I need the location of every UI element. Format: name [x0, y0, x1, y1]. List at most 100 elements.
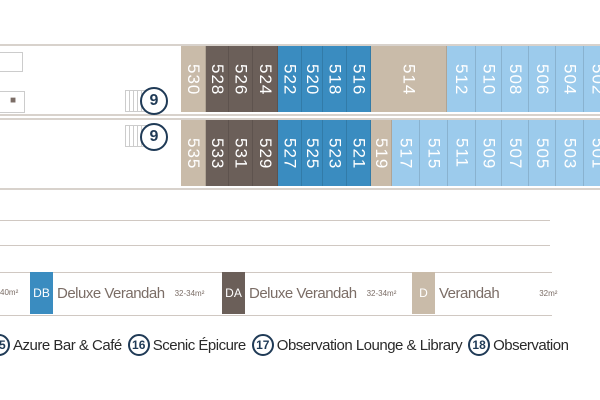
legend-badge-da: DA: [222, 272, 245, 314]
cabin-501[interactable]: 501: [584, 120, 600, 186]
legend-size: 32-34m²: [366, 288, 397, 298]
elevator-room: [0, 91, 25, 113]
cabin-514[interactable]: 514: [371, 46, 447, 112]
cabin-520[interactable]: 520: [302, 46, 323, 112]
cabin-524[interactable]: 524: [253, 46, 278, 112]
legend-bottom-border: [0, 315, 552, 316]
cabin-number: 521: [349, 138, 369, 170]
legend-name: Verandah: [439, 284, 500, 302]
facility-name: Azure Bar & Café: [13, 336, 122, 354]
cabin-number: 531: [231, 138, 251, 170]
legend-badge-d: D: [412, 272, 435, 314]
cabin-number: 516: [349, 64, 369, 96]
cabin-523[interactable]: 523: [323, 120, 347, 186]
cabin-number: 506: [533, 64, 552, 96]
cabin-516[interactable]: 516: [347, 46, 371, 112]
legend-badge-db: DB: [30, 272, 53, 314]
divider: [0, 245, 550, 246]
legend-item-da: DA Deluxe Verandah 32-34m²: [222, 272, 396, 314]
cabin-number: 510: [479, 64, 499, 96]
cabin-521[interactable]: 521: [347, 120, 371, 186]
cabin-507[interactable]: 507: [502, 120, 529, 186]
divider: [0, 220, 550, 221]
cabin-512[interactable]: 512: [447, 46, 476, 112]
facility-name: Observation: [493, 336, 569, 354]
cabin-511[interactable]: 511: [448, 120, 476, 186]
legend-size: 32m²: [539, 288, 558, 298]
cabin-504[interactable]: 504: [556, 46, 584, 112]
legend-name: Deluxe Verandah: [249, 284, 357, 302]
facility-name: Scenic Épicure: [152, 336, 247, 354]
cabin-number: 511: [452, 138, 472, 169]
facility-number: 15: [0, 334, 10, 356]
cabin-509[interactable]: 509: [476, 120, 502, 186]
cabin-530[interactable]: 530: [181, 46, 206, 112]
cabin-number: 529: [256, 138, 275, 170]
cabin-number: 518: [325, 64, 345, 96]
cabin-525[interactable]: 525: [302, 120, 323, 186]
cabin-508[interactable]: 508: [502, 46, 529, 112]
legend-item-db: DB Deluxe Verandah 32-34m²: [30, 272, 204, 314]
cabin-number: 502: [588, 64, 600, 96]
legend-name: Deluxe Verandah: [57, 284, 165, 302]
deck-lower-hull: [0, 118, 600, 190]
cabin-number: 501: [588, 138, 600, 170]
cabin-526[interactable]: 526: [229, 46, 253, 112]
cabin-number: 515: [424, 138, 444, 170]
cabin-510[interactable]: 510: [476, 46, 502, 112]
cabin-number: 535: [184, 138, 203, 170]
cabin-529[interactable]: 529: [253, 120, 278, 186]
cabin-522[interactable]: 522: [278, 46, 302, 112]
cabin-number: 525: [303, 138, 322, 170]
facility-15: 15Azure Bar & Café: [0, 334, 122, 356]
cabin-506[interactable]: 506: [529, 46, 556, 112]
cabin-515[interactable]: 515: [420, 120, 448, 186]
cabin-number: 504: [560, 64, 580, 96]
cabin-535[interactable]: 535: [181, 120, 206, 186]
cabin-518[interactable]: 518: [323, 46, 347, 112]
facility-name: Observation Lounge & Library: [276, 336, 463, 354]
cabin-505[interactable]: 505: [529, 120, 556, 186]
cabin-number: 509: [479, 138, 499, 170]
legend-item-d: D Verandah 32m²: [412, 272, 557, 314]
cabin-number: 524: [256, 64, 275, 96]
cabin-533[interactable]: 533: [206, 120, 229, 186]
cabin-531[interactable]: 531: [229, 120, 253, 186]
person-icon: ■: [10, 95, 17, 106]
legend-size-prev: 40m²: [0, 288, 19, 297]
cabin-number: 528: [208, 64, 227, 96]
cabin-number: 522: [280, 64, 300, 96]
deck-upper-hull: [0, 44, 600, 116]
stairway-9-marker-upper: 9: [140, 87, 168, 115]
facility-number: 17: [251, 334, 274, 356]
corridor-wall: [0, 52, 23, 72]
facility-number: 16: [127, 334, 150, 356]
cabin-number: 519: [372, 138, 391, 170]
legend-top-border: [0, 272, 552, 273]
cabin-number: 523: [325, 138, 345, 170]
cabin-527[interactable]: 527: [278, 120, 302, 186]
cabin-number: 530: [184, 64, 203, 96]
cabin-number: 527: [280, 138, 300, 170]
cabin-number: 526: [231, 64, 251, 96]
cabin-number: 520: [303, 64, 322, 96]
cabin-519[interactable]: 519: [371, 120, 392, 186]
cabin-number: 508: [506, 64, 525, 96]
cabin-number: 507: [506, 138, 525, 170]
cabin-503[interactable]: 503: [556, 120, 584, 186]
cabin-517[interactable]: 517: [392, 120, 420, 186]
cabin-502[interactable]: 502: [584, 46, 600, 112]
legend-size: 32-34m²: [174, 288, 205, 298]
cabin-number: 512: [452, 64, 471, 96]
facility-number: 18: [468, 334, 491, 356]
cabin-number: 503: [560, 138, 580, 170]
cabin-number: 533: [208, 138, 227, 170]
cabin-number: 514: [399, 64, 419, 96]
cabin-528[interactable]: 528: [206, 46, 229, 112]
stairway-9-marker-lower: 9: [140, 123, 168, 151]
cabin-number: 505: [533, 138, 552, 170]
